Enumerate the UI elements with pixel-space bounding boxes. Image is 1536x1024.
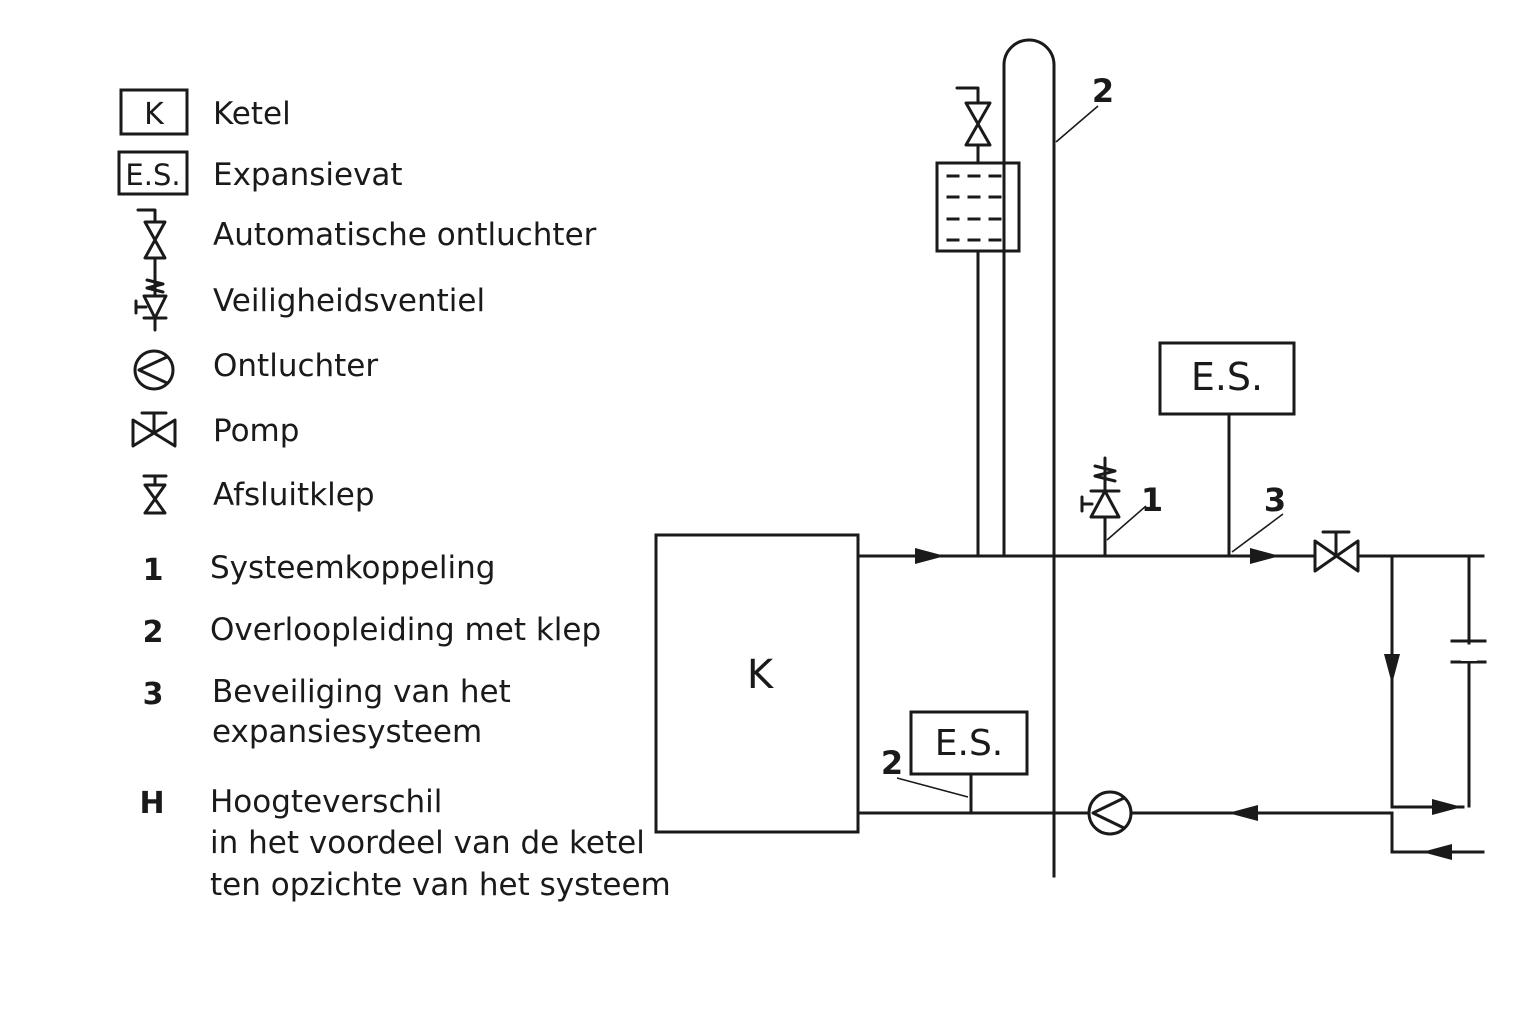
pump-icon <box>131 411 177 448</box>
boiler-label: K <box>747 652 775 698</box>
legend-item2-label: Overloopleiding met klep <box>210 612 601 648</box>
legend-pump-label: Pomp <box>213 413 299 449</box>
system-riser <box>1390 554 1465 809</box>
flow-arrow-supply-2 <box>1250 548 1280 564</box>
legend-itemH-label-line3: ten opzichte van het systeem <box>210 867 671 903</box>
legend-boiler-symbol-text: K <box>144 97 165 132</box>
legend-item2-number: 2 <box>143 615 164 650</box>
legend-item1-label: Systeemkoppeling <box>210 550 495 586</box>
air-vent-icon <box>133 349 175 391</box>
legend-itemH-letter: H <box>139 786 164 821</box>
legend-expansion-symbol-text: E.S. <box>125 158 180 192</box>
expansion-system-bottom <box>909 710 1029 776</box>
shutoff-valve-icon <box>142 474 168 515</box>
leader-line-1 <box>1106 505 1147 541</box>
leader-line-3 <box>1231 513 1284 553</box>
legend: K Ketel E.S. Expansievat Automatische on… <box>117 88 671 903</box>
label-2-bottom: 2 <box>881 744 903 782</box>
expansion-system-top-label: E.S. <box>1191 355 1263 399</box>
boiler <box>654 533 860 834</box>
legend-item3-number: 3 <box>143 677 164 712</box>
expansion-system-top <box>1158 341 1296 416</box>
label-2-top: 2 <box>1092 72 1114 110</box>
flow-arrow-down <box>1384 654 1400 684</box>
legend-shutoff-valve-label: Afsluitklep <box>213 477 375 513</box>
return-air-vent <box>1087 790 1133 836</box>
flow-arrow-right <box>1432 799 1462 815</box>
label-1: 1 <box>1141 481 1163 519</box>
legend-safety-valve-label: Veiligheidsventiel <box>213 283 485 319</box>
flow-arrow-return-1 <box>1228 805 1258 821</box>
auto-air-vent-icon <box>136 208 167 274</box>
label-3: 3 <box>1264 481 1286 519</box>
legend-item3-label-line2: expansiesysteem <box>212 714 482 750</box>
tank-auto-air-vent <box>955 86 992 165</box>
legend-expansion-label: Expansievat <box>213 157 403 193</box>
legend-item1-number: 1 <box>143 553 164 588</box>
legend-itemH-label-line1: Hoogteverschil <box>210 784 442 820</box>
legend-boiler-label: Ketel <box>213 96 291 132</box>
legend-expansion-symbol: E.S. <box>117 150 189 196</box>
supply-shutoff-valve <box>1313 530 1360 573</box>
overflow-pipe <box>1002 38 1056 878</box>
return-pipe-right <box>1130 811 1485 854</box>
leader-line-2-bottom <box>896 777 969 798</box>
piping-diagram: K <box>654 38 1487 878</box>
leader-line-2-top <box>1055 105 1099 143</box>
legend-item3-label-line1: Beveiliging van het <box>212 674 511 710</box>
legend-itemH-label-line2: in het voordeel van de ketel <box>210 825 645 861</box>
supply-safety-valve <box>1080 456 1121 558</box>
safety-valve-icon <box>134 270 168 332</box>
legend-auto-air-vent-label: Automatische ontluchter <box>213 217 597 253</box>
expansion-system-bottom-label: E.S. <box>935 723 1003 764</box>
legend-air-vent-label: Ontluchter <box>213 348 378 384</box>
flow-arrow-supply-1 <box>915 548 945 564</box>
open-expansion-tank <box>935 161 1021 253</box>
legend-boiler-symbol: K <box>119 88 189 136</box>
height-difference-marker <box>1450 557 1487 808</box>
flow-arrow-return-2 <box>1422 844 1452 860</box>
